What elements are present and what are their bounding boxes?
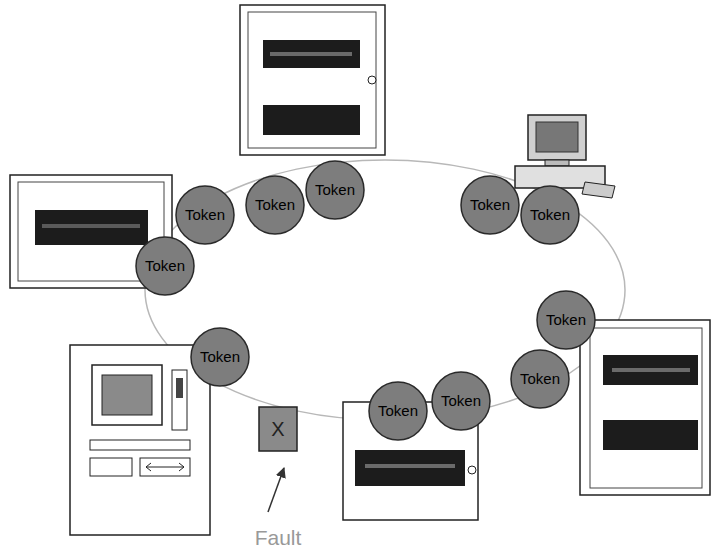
computer-icon (515, 115, 615, 198)
token-disc (511, 350, 569, 408)
token-circle: Token (510, 349, 570, 409)
token-label: Token (470, 197, 510, 214)
token-disc (521, 186, 579, 244)
token-circle: Token (536, 290, 596, 350)
token-circle: Token (431, 371, 491, 431)
token-circle: Token (135, 236, 195, 296)
fault-mark: X (271, 418, 284, 440)
token-label: Token (378, 403, 418, 420)
token-disc (306, 161, 364, 219)
token-disc (537, 291, 595, 349)
token-circle: Token (460, 175, 520, 235)
token-label: Token (255, 197, 295, 214)
rack-device (580, 320, 710, 495)
token-circle: Token (175, 185, 235, 245)
token-circle: Token (190, 327, 250, 387)
token-label: Token (441, 393, 481, 410)
token-label: Token (200, 349, 240, 366)
token-disc (432, 372, 490, 430)
token-disc (136, 237, 194, 295)
token-circle: Token (245, 175, 305, 235)
token-disc (461, 176, 519, 234)
token-circle: Token (368, 381, 428, 441)
fault-box: X (258, 406, 298, 452)
workstation-device (70, 345, 210, 535)
token-label: Token (145, 258, 185, 275)
token-label: Token (315, 182, 355, 199)
fault-square (259, 407, 297, 451)
token-disc (369, 382, 427, 440)
token-disc (246, 176, 304, 234)
token-label: Token (530, 207, 570, 224)
rack-device (240, 5, 385, 155)
token-circle: Token (520, 185, 580, 245)
token-label: Token (546, 312, 586, 329)
token-circle: Token (305, 160, 365, 220)
fault-label: Fault (255, 526, 302, 549)
token-label: Token (185, 207, 225, 224)
token-disc (191, 328, 249, 386)
fault-pointer (268, 468, 284, 512)
ring-cable (145, 160, 625, 420)
token-disc (176, 186, 234, 244)
token-label: Token (520, 371, 560, 388)
